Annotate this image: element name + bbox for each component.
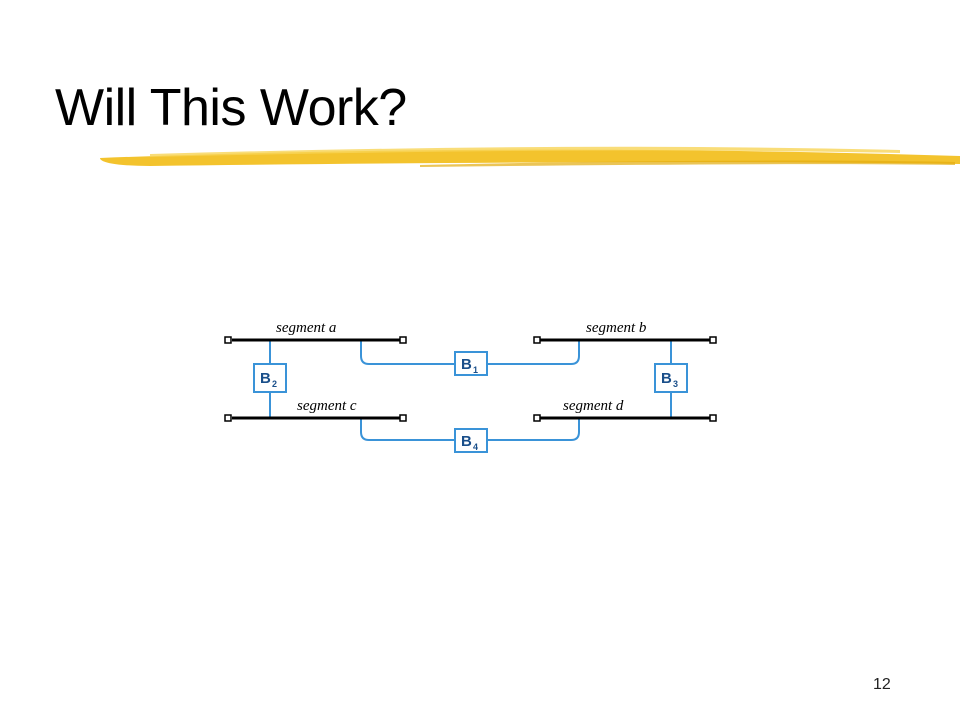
bridge-b3-subscript: 3 — [673, 379, 678, 389]
slide-title: Will This Work? — [55, 79, 407, 137]
b1-link-right — [487, 340, 580, 365]
segment-b-label: segment b — [586, 320, 647, 336]
b4-link-right — [487, 418, 580, 441]
bridge-b2: B 2 — [253, 363, 287, 393]
terminator-b-right — [709, 336, 717, 344]
bridge-links — [269, 340, 672, 441]
terminator-c-left — [224, 414, 232, 422]
segment-a-label: segment a — [276, 320, 336, 336]
bridge-b2-subscript: 2 — [272, 379, 277, 389]
bridge-b1-letter: B — [461, 356, 472, 373]
terminator-a-right — [399, 336, 407, 344]
terminator-b-left — [533, 336, 541, 344]
bridge-b1: B 1 — [454, 351, 488, 376]
bridge-b2-letter: B — [260, 370, 271, 387]
terminator-d-right — [709, 414, 717, 422]
bridge-b3-letter: B — [661, 370, 672, 387]
bridge-b4-subscript: 4 — [473, 442, 478, 452]
terminator-a-left — [224, 336, 232, 344]
segment-lines — [232, 338, 711, 420]
segment-terminators — [224, 336, 717, 422]
segment-d-label: segment d — [563, 398, 624, 414]
b1-link-left — [360, 340, 455, 365]
bridge-b1-subscript: 1 — [473, 365, 478, 375]
terminator-c-right — [399, 414, 407, 422]
bridge-b3: B 3 — [654, 363, 688, 393]
bridge-b4-letter: B — [461, 433, 472, 450]
b4-link-left — [360, 418, 455, 441]
terminator-d-left — [533, 414, 541, 422]
bridge-b4: B 4 — [454, 428, 488, 453]
page-number: 12 — [873, 676, 891, 693]
segment-c-label: segment c — [297, 398, 357, 414]
